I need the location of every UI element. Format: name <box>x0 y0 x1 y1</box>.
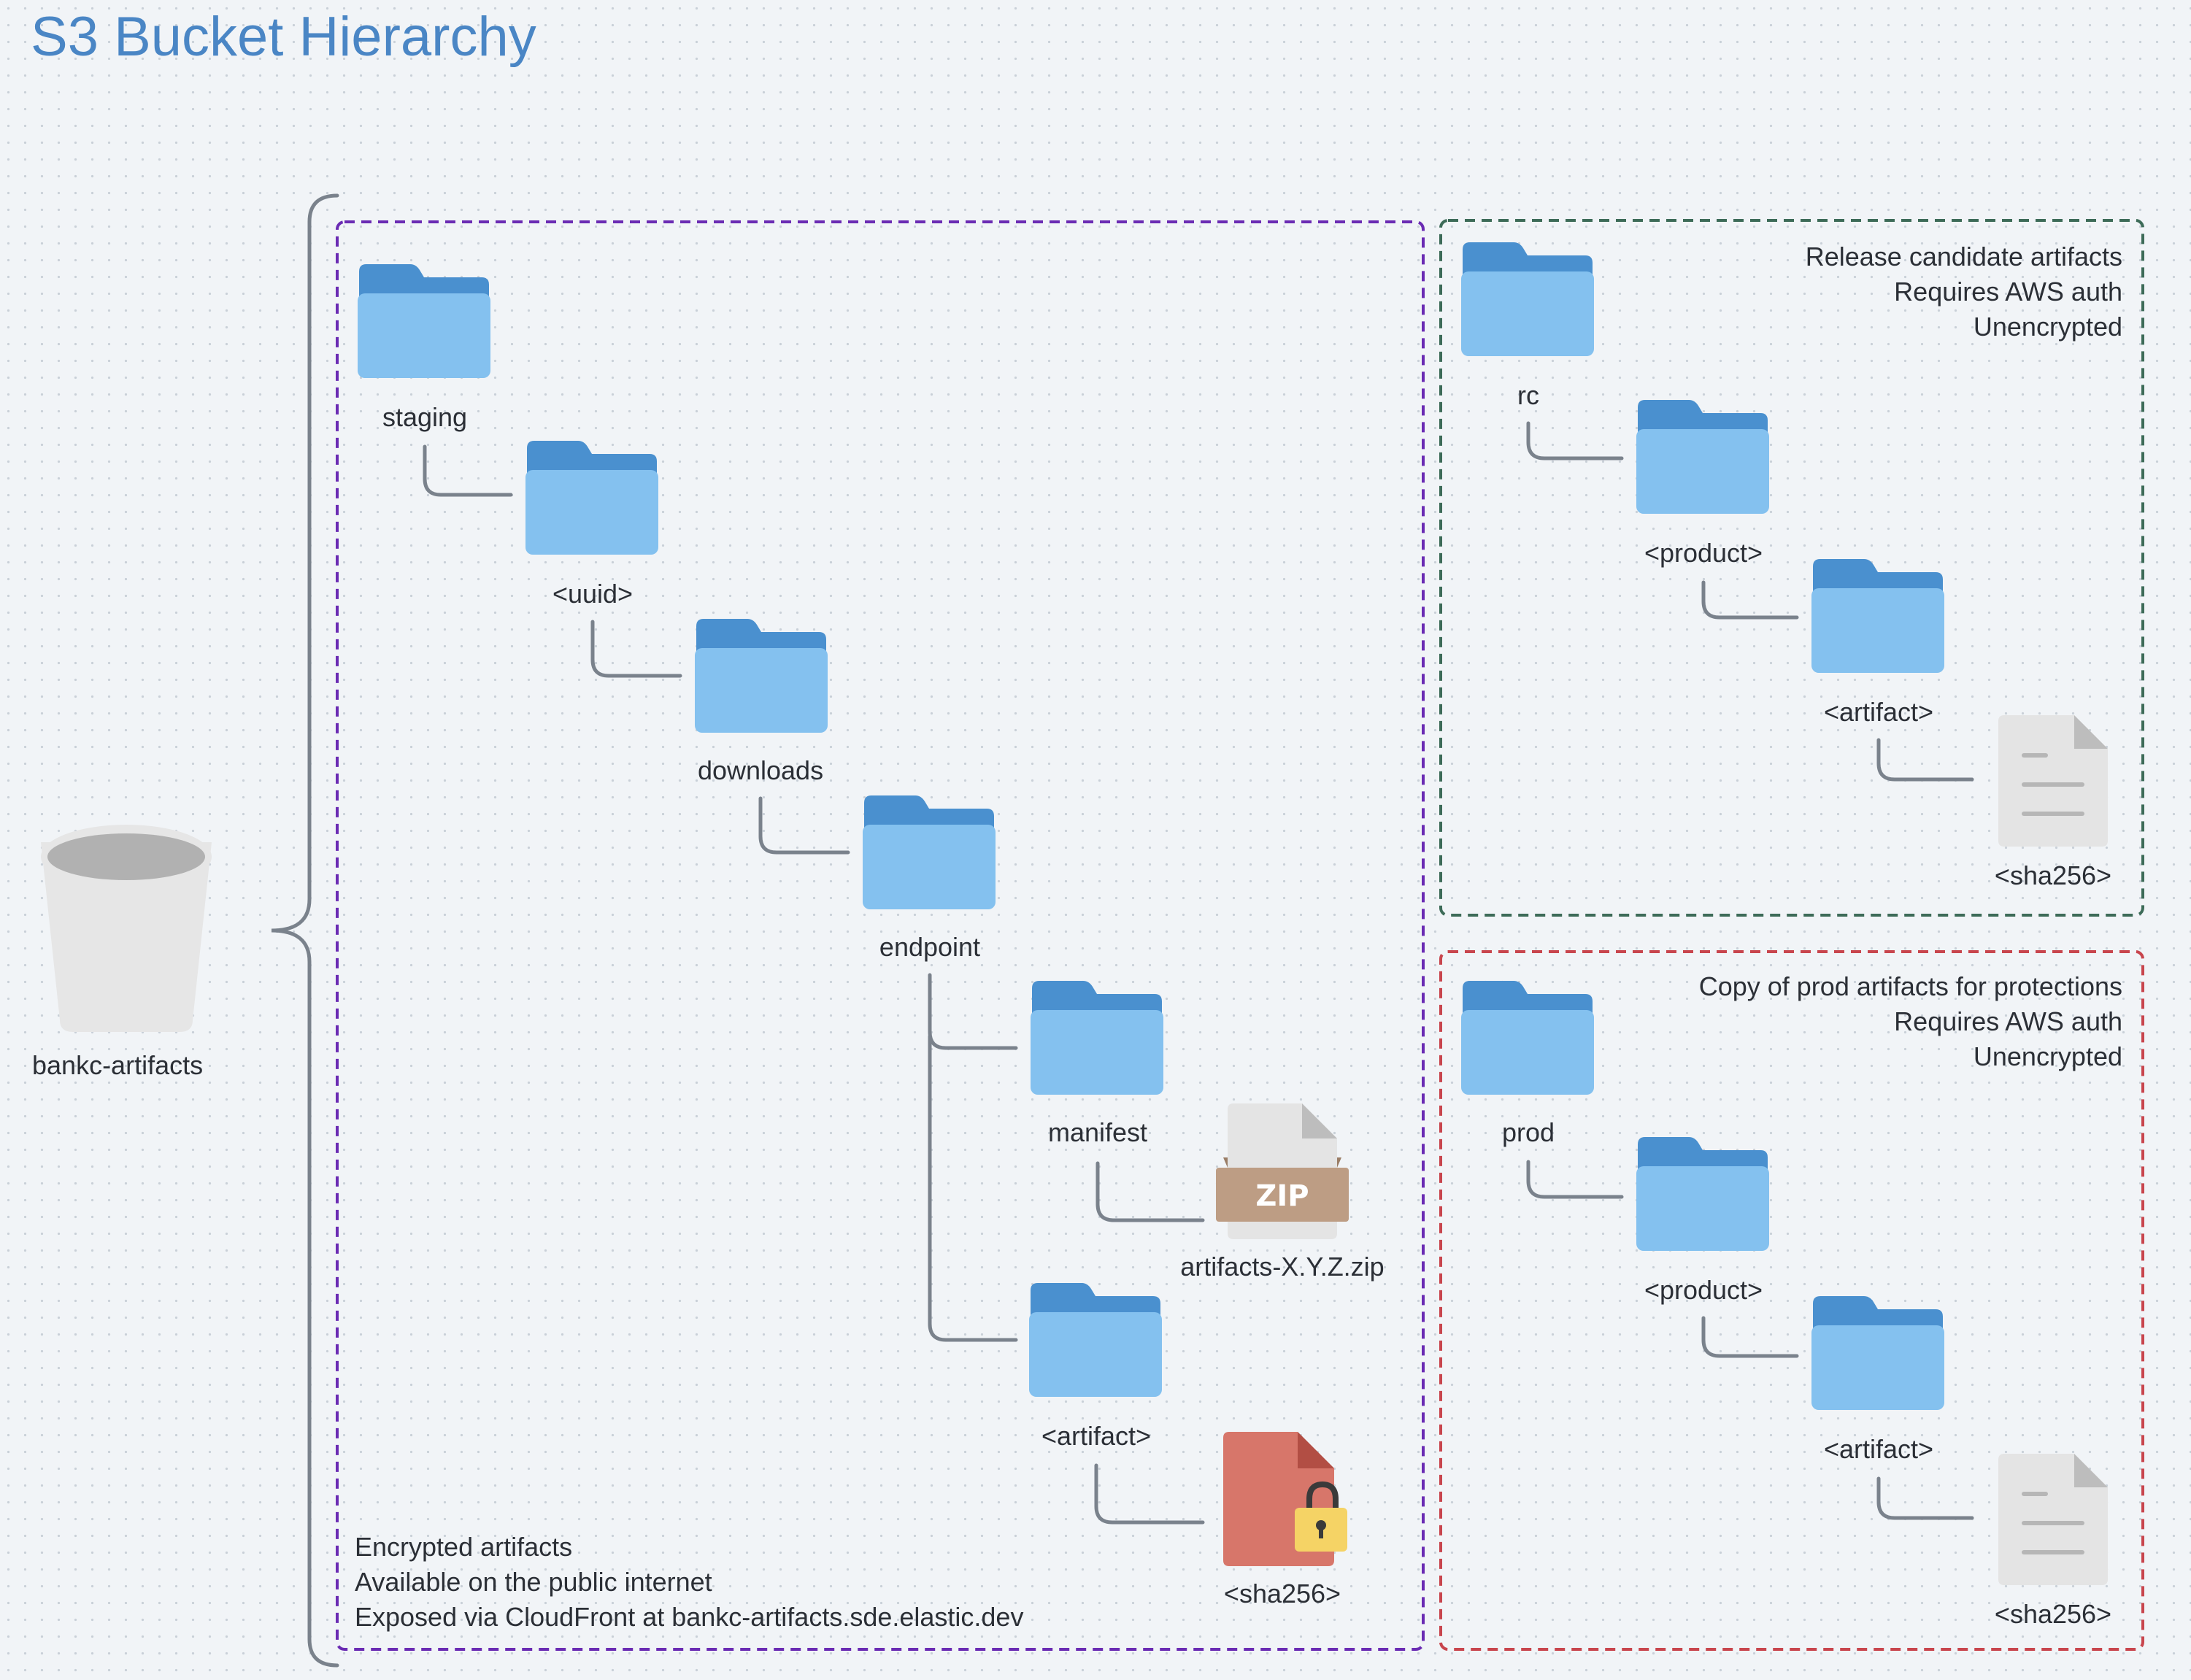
folder-icon <box>525 441 658 555</box>
staging-note-line-1: Encrypted artifacts <box>355 1532 572 1562</box>
folder-label-rc: rc <box>1517 380 1539 410</box>
document-icon <box>1998 1454 2108 1585</box>
connector <box>1876 1476 1974 1520</box>
s3-bucket-icon <box>41 825 212 1032</box>
folder-label-artifact: <artifact> <box>1041 1421 1151 1451</box>
connector <box>1526 421 1624 461</box>
folder-icon <box>358 264 490 378</box>
rc-note-line-1: Release candidate artifacts <box>1806 242 2122 271</box>
folder-label-endpoint: endpoint <box>879 932 980 962</box>
zip-file-icon: ZIP <box>1216 1103 1349 1239</box>
file-label-sha256: <sha256> <box>1995 860 2111 890</box>
connector <box>1876 738 1974 782</box>
rc-note-line-2: Requires AWS auth <box>1894 277 2122 307</box>
connector <box>1094 1463 1205 1525</box>
file-label-zip: artifacts-X.Y.Z.zip <box>1180 1252 1384 1282</box>
folder-icon <box>1636 400 1769 514</box>
folder-label-artifact: <artifact> <box>1824 1434 1933 1464</box>
rc-note-line-3: Unencrypted <box>1974 312 2122 342</box>
folder-icon <box>1461 981 1594 1095</box>
rc-region <box>1439 219 2144 917</box>
connector <box>758 796 850 855</box>
folder-icon <box>1636 1137 1769 1251</box>
folder-icon <box>1461 242 1594 356</box>
folder-icon <box>1029 1283 1162 1397</box>
folder-label-staging: staging <box>382 402 467 432</box>
folder-icon <box>1811 559 1944 673</box>
folder-icon <box>695 619 828 733</box>
connector <box>423 444 513 497</box>
connector <box>1701 1316 1799 1358</box>
connector <box>928 973 1018 1050</box>
folder-label-artifact: <artifact> <box>1824 697 1933 727</box>
staging-note-line-3: Exposed via CloudFront at bankc-artifact… <box>355 1602 1023 1632</box>
prod-note-line-1: Copy of prod artifacts for protections <box>1699 971 2122 1001</box>
connector <box>928 1034 1018 1342</box>
page-title: S3 Bucket Hierarchy <box>31 6 536 68</box>
connector <box>1701 580 1799 620</box>
folder-label-downloads: downloads <box>698 755 823 785</box>
prod-region <box>1439 950 2144 1651</box>
locked-file-icon <box>1223 1432 1347 1566</box>
folder-icon <box>1811 1296 1944 1410</box>
folder-label-uuid: <uuid> <box>552 579 633 609</box>
staging-region <box>336 220 1425 1651</box>
file-label-sha256: <sha256> <box>1995 1599 2111 1629</box>
folder-label-product: <product> <box>1644 1275 1763 1305</box>
staging-note-line-2: Available on the public internet <box>355 1567 712 1597</box>
document-icon <box>1998 715 2108 847</box>
curly-brace <box>271 193 339 1668</box>
folder-icon <box>1031 981 1163 1095</box>
connector <box>1096 1161 1205 1222</box>
connector <box>590 620 682 678</box>
file-label-sha256: <sha256> <box>1224 1579 1341 1608</box>
folder-label-manifest: manifest <box>1048 1117 1147 1147</box>
prod-note-line-2: Requires AWS auth <box>1894 1006 2122 1036</box>
folder-label-prod: prod <box>1502 1117 1555 1147</box>
connector <box>1526 1160 1624 1199</box>
folder-label-product: <product> <box>1644 538 1763 568</box>
bucket-label: bankc-artifacts <box>32 1050 203 1080</box>
zip-badge: ZIP <box>1255 1179 1309 1213</box>
prod-note-line-3: Unencrypted <box>1974 1041 2122 1071</box>
folder-icon <box>863 795 996 909</box>
